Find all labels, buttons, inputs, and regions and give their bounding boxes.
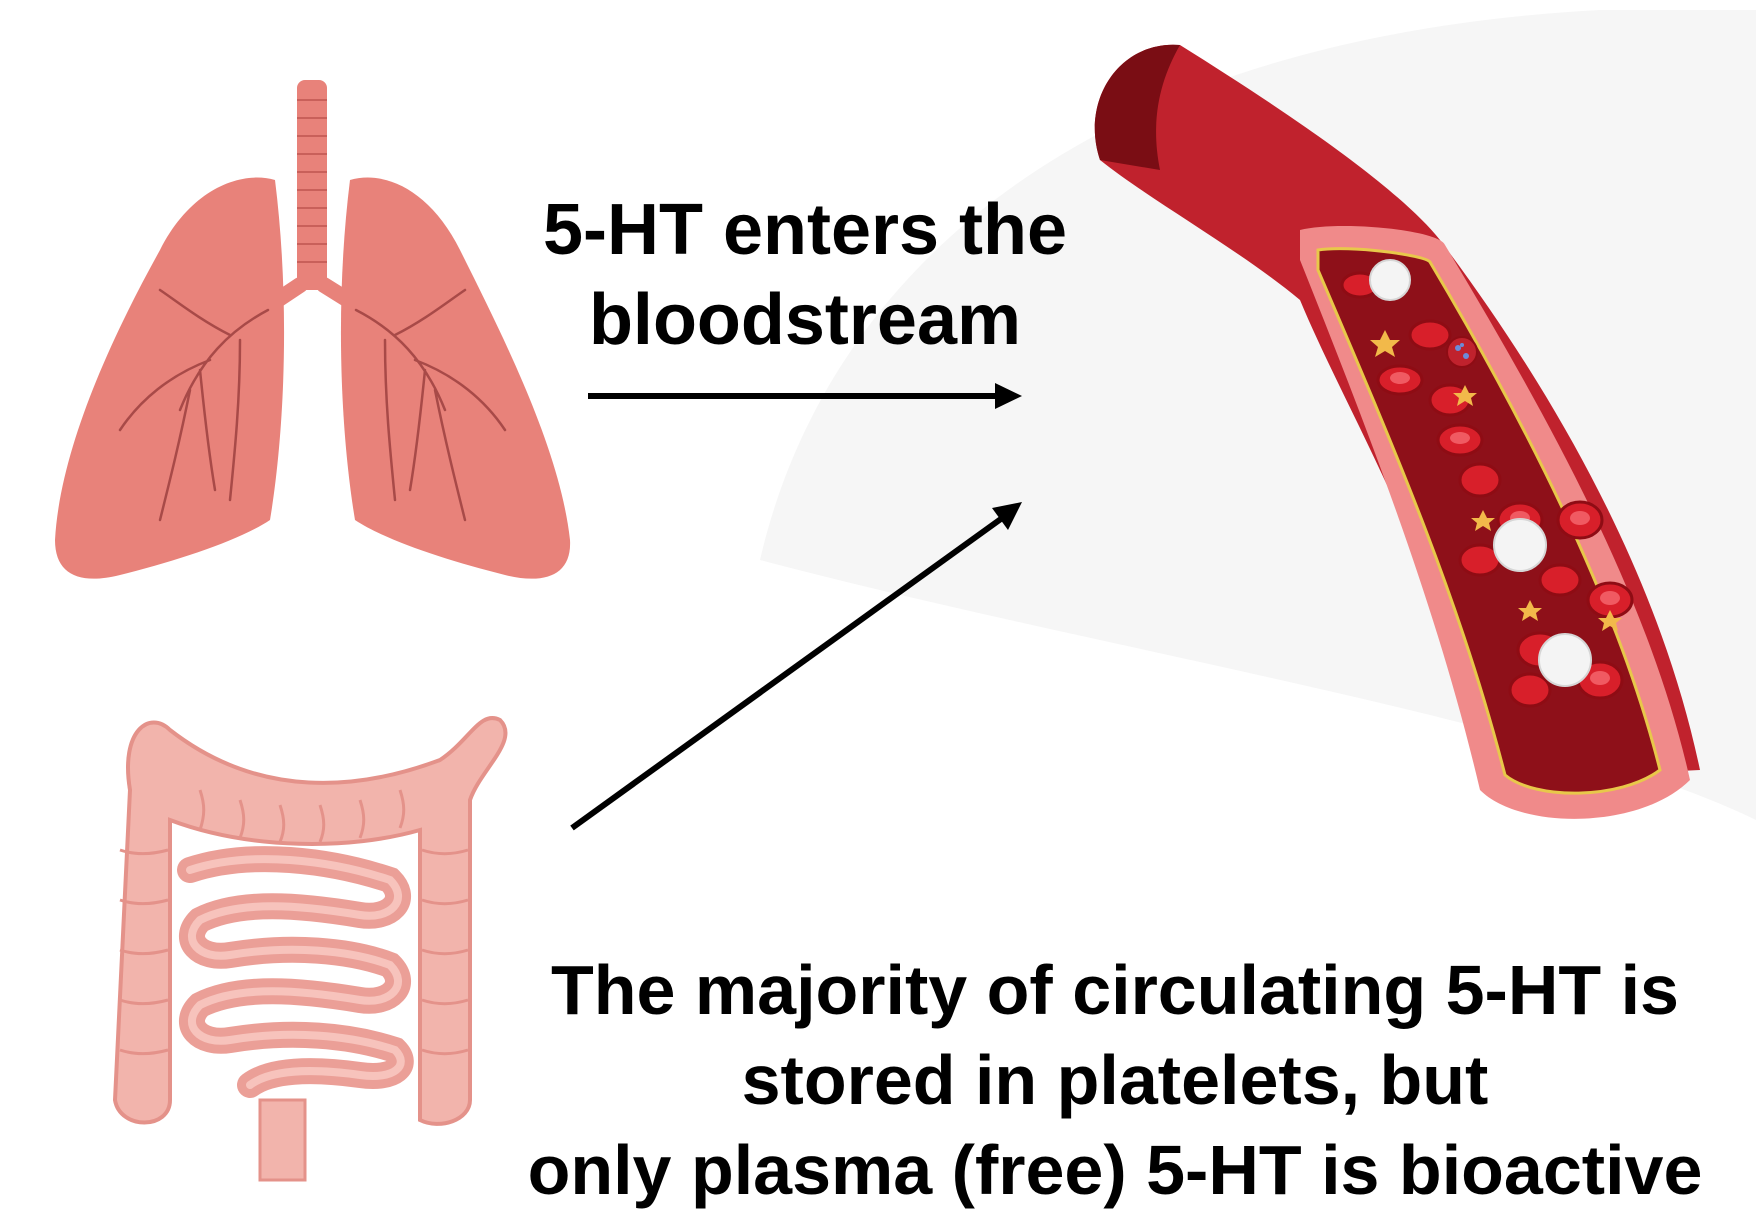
label-line: The majority of circulating 5-HT is — [470, 945, 1756, 1035]
blood-vessel-illustration — [760, 10, 1756, 820]
label-line: bloodstream — [470, 275, 1140, 365]
intestines-illustration — [115, 718, 506, 1180]
bloodstream-entry-label: 5-HT enters the bloodstream — [470, 185, 1140, 365]
label-line: only plasma (free) 5-HT is bioactive — [470, 1125, 1756, 1215]
platelet-storage-label: The majority of circulating 5-HT is stor… — [470, 945, 1756, 1215]
label-line: stored in platelets, but — [470, 1035, 1756, 1125]
label-line: 5-HT enters the — [470, 185, 1140, 275]
